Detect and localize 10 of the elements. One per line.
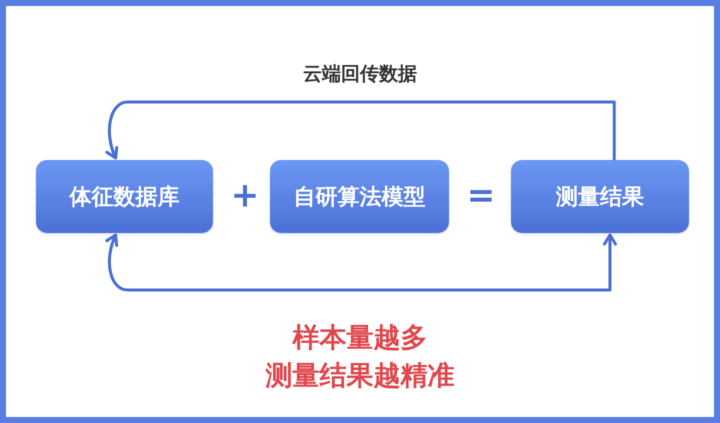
arrow [106, 100, 616, 160]
process-box: 自研算法模型 [270, 160, 449, 233]
process-box: 测量结果 [511, 160, 689, 233]
process-box: 体征数据库 [36, 160, 213, 233]
edge-label: 云端回传数据 [303, 64, 417, 86]
note-text: 样本量越多 [292, 322, 428, 354]
plus-sign: + [230, 176, 260, 216]
equals-sign: = [466, 176, 496, 216]
arrow [106, 234, 617, 292]
note-text: 测量结果越精准 [266, 360, 454, 392]
